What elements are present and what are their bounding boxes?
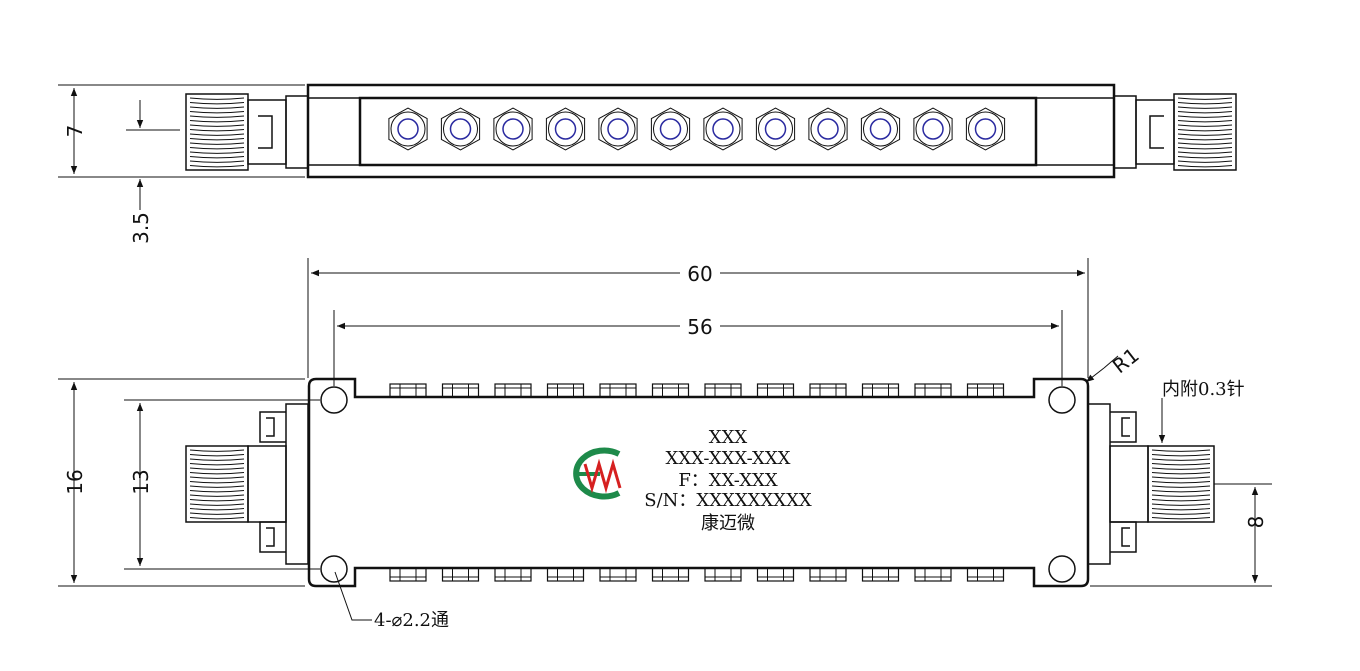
tuning-screw-top — [703, 107, 743, 151]
tuning-screw-head-bottom — [389, 567, 427, 582]
mount-hole-bottom-right — [1048, 555, 1076, 583]
label-line-1: XXX — [709, 427, 748, 448]
dim-56-text: 56 — [687, 315, 712, 339]
dim-7-text: 7 — [63, 125, 87, 138]
tuning-screw-head-bottom — [809, 567, 847, 582]
tuning-screw-top — [493, 107, 533, 151]
dimension-width-16: 16 — [58, 378, 305, 587]
mount-hole-top-right — [1048, 386, 1076, 414]
dimension-spacing-56: 56 — [333, 310, 1063, 386]
dimension-length-60: 60 — [307, 258, 1089, 378]
top-view: 7 3.5 — [58, 83, 1237, 244]
mount-hole-top-left — [320, 386, 348, 414]
tuning-screw-top — [965, 107, 1006, 151]
tuning-screw-head-bottom — [546, 567, 585, 582]
label-line-3: F：XX-XXX — [678, 470, 778, 491]
label-line-4: S/N：XXXXXXXXX — [644, 490, 812, 511]
pin-note-text: 内附0.3针 — [1162, 379, 1245, 400]
tuning-screw-head-top — [756, 383, 795, 398]
tuning-screw-top — [913, 107, 953, 151]
tuning-screw-head-top — [494, 383, 532, 398]
tuning-screw-top — [440, 107, 481, 151]
dimension-height-7: 7 — [58, 84, 305, 178]
top-right-connector — [1113, 93, 1237, 171]
top-tuning-screws — [388, 107, 1006, 151]
label-line-5: 康迈微 — [701, 513, 755, 534]
tuning-screw-head-top — [914, 383, 952, 398]
tuning-screw-head-top — [966, 383, 1005, 398]
dim-3-5-text: 3.5 — [129, 212, 153, 244]
top-left-connector — [185, 93, 309, 171]
dim-60-text: 60 — [687, 262, 712, 286]
tuning-screw-head-bottom — [599, 567, 637, 582]
tuning-screw-head-top — [546, 383, 585, 398]
radius-text: R1 — [1108, 343, 1144, 378]
tuning-screw-head-top — [809, 383, 847, 398]
holes-note: 4-⌀2.2通 — [334, 571, 449, 631]
company-logo — [573, 447, 622, 500]
tuning-screw-top — [808, 107, 848, 151]
tuning-screw-head-bottom — [494, 567, 532, 582]
tuning-screw-head-bottom — [756, 567, 795, 582]
label-line-2: XXX-XXX-XXX — [666, 448, 791, 469]
front-right-connector — [1087, 403, 1215, 565]
tuning-screw-head-top — [389, 383, 427, 398]
holes-note-text: 4-⌀2.2通 — [374, 610, 449, 631]
tuning-screw-top — [598, 107, 638, 151]
tuning-screw-top — [860, 107, 901, 151]
tuning-screw-head-bottom — [914, 567, 952, 582]
mount-hole-bottom-left — [320, 555, 348, 583]
product-label: XXX XXX-XXX-XXX F：XX-XXX S/N：XXXXXXXXX 康… — [644, 427, 812, 534]
dimension-spacing-13: 13 — [124, 399, 320, 570]
tuning-screw-head-top — [651, 383, 690, 398]
tuning-screw-top — [545, 107, 586, 151]
tuning-screw-head-top — [861, 383, 900, 398]
tuning-screw-head-bottom — [441, 567, 480, 582]
tuning-screw-head-bottom — [704, 567, 742, 582]
pin-note: 内附0.3针 — [1158, 379, 1245, 443]
front-view: 60 56 16 13 8 — [58, 258, 1272, 631]
radius-callout: R1 — [1085, 343, 1144, 383]
tuning-screw-head-top — [441, 383, 480, 398]
tuning-screw-head-top — [704, 383, 742, 398]
dimension-half-3-5: 3.5 — [126, 100, 180, 244]
front-left-connector — [185, 403, 309, 565]
tuning-screw-head-top — [599, 383, 637, 398]
dim-8-text: 8 — [1244, 516, 1268, 529]
tuning-screw-top — [388, 107, 428, 151]
tuning-screw-head-bottom — [651, 567, 690, 582]
dim-16-text: 16 — [63, 469, 87, 494]
front-tuning-screw-heads — [389, 383, 1005, 582]
tuning-screw-head-bottom — [966, 567, 1005, 582]
tuning-screw-head-bottom — [861, 567, 900, 582]
tuning-screw-top — [755, 107, 796, 151]
dimension-offset-8: 8 — [1090, 483, 1272, 587]
tuning-screw-top — [650, 107, 691, 151]
dim-13-text: 13 — [129, 469, 153, 494]
